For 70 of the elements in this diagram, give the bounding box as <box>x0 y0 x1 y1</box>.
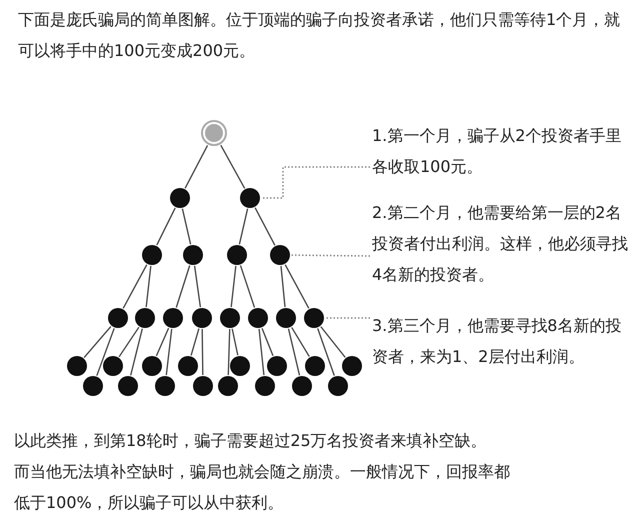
investor-dot <box>142 356 162 376</box>
investor-dot <box>220 308 240 328</box>
step-text: 3.第三个月，他需要寻找8名新的投资者，来为1、2层付出利润。 <box>372 310 634 372</box>
investor-dot <box>118 376 138 396</box>
investor-dot <box>240 188 260 208</box>
investor-dot <box>193 376 213 396</box>
connector-line <box>228 328 230 376</box>
investor-dot <box>230 356 250 376</box>
investor-dot <box>276 308 296 328</box>
investor-dot <box>328 376 348 396</box>
swindler-dot <box>201 120 227 146</box>
connector-line <box>284 264 310 309</box>
investor-dot <box>292 376 312 396</box>
connector-line <box>84 326 112 358</box>
connector-line <box>232 328 238 356</box>
leader-line <box>291 254 370 257</box>
investor-dot <box>248 308 268 328</box>
investor-dot <box>305 356 325 376</box>
investor-dot <box>108 308 128 328</box>
connector-line <box>182 208 192 244</box>
investor-dot <box>135 308 155 328</box>
connector-line <box>230 266 236 308</box>
connector-line <box>202 329 204 375</box>
connector-line <box>156 208 176 246</box>
paragraph: 以此类推，到第18轮时，骗子需要超过25万名投资者来填补空缺。 <box>14 430 488 452</box>
connector-line <box>96 328 115 376</box>
investor-dot <box>170 188 190 208</box>
connector-line <box>280 266 286 308</box>
connector-line <box>261 328 274 356</box>
investor-dot <box>218 376 238 396</box>
connector-line <box>254 207 276 246</box>
investor-dot <box>255 376 275 396</box>
connector-line <box>240 265 256 308</box>
leader-line <box>261 166 370 199</box>
connector-line <box>291 327 310 357</box>
investor-dot <box>304 308 324 328</box>
paragraph: 而当他无法填补空缺时，骗局也就会随之崩溃。一般情况下，回报率都低于100%，所以骗子可以从中获利。 <box>14 461 511 514</box>
investor-dot <box>155 376 175 396</box>
connector-line <box>130 328 143 376</box>
connector-line <box>288 328 300 376</box>
investor-dot <box>227 245 247 265</box>
investor-dot <box>192 308 212 328</box>
connector-line <box>118 326 140 358</box>
connector-line <box>146 266 152 308</box>
connector-line <box>238 208 248 244</box>
step-text: 1.第一个月，骗子从2个投资者手里各收取100元。 <box>372 120 634 182</box>
investor-dot <box>183 245 203 265</box>
investor-dot <box>83 376 103 396</box>
connector-line <box>190 328 200 356</box>
connector-line <box>194 266 202 308</box>
step-text: 2.第二个月，他需要给第一层的2名投资者付出利润。这样，他必须寻找4名新的投资者。 <box>372 197 634 290</box>
investor-dot <box>67 356 87 376</box>
investor-dot <box>142 245 162 265</box>
investor-dot <box>163 308 183 328</box>
connector-line <box>184 145 208 189</box>
connector-line <box>320 326 346 358</box>
leader-line <box>325 317 370 319</box>
investor-dot <box>178 356 198 376</box>
paragraph: 下面是庞氏骗局的简单图解。位于顶端的骗子向投资者承诺，他们只需等待1个月，就可以将手中的100元变成200元。 <box>18 9 622 62</box>
connector-line <box>220 144 246 189</box>
connector-line <box>176 265 190 308</box>
investor-dot <box>270 245 290 265</box>
investor-dot <box>267 356 287 376</box>
connector-line <box>258 328 265 376</box>
investor-dot <box>103 356 123 376</box>
investor-dot <box>342 356 362 376</box>
connector-line <box>317 328 335 376</box>
connector-line <box>156 328 170 356</box>
connector-line <box>166 328 172 376</box>
connector-line <box>122 264 148 309</box>
